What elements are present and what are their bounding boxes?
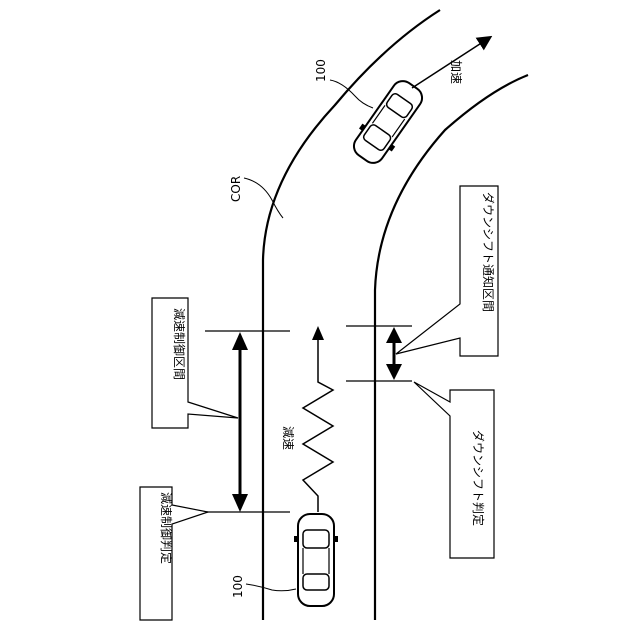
downshift-section-label: ダウンシフト通知区間 (481, 192, 496, 312)
decel-section-callout (152, 298, 238, 428)
decel-judgment-callout (140, 487, 208, 620)
downshift-section-arrowhead-top (386, 327, 402, 343)
decel-section-arrowhead-bottom (232, 494, 248, 512)
downshift-judgment-label: ダウンシフト判定 (471, 430, 486, 526)
downshift-section-arrowhead-bottom (386, 364, 402, 380)
vehicle-ref-bottom: 100 (231, 575, 245, 598)
decel-section-label: 減速制御区間 (172, 308, 187, 380)
corner-ref-label: COR (229, 176, 243, 202)
accel-label: 加速 (449, 60, 463, 84)
decel-wave-label: 減速 (281, 426, 296, 450)
decel-section-arrowhead-top (232, 332, 248, 350)
decel-judgment-label: 減速制御判定 (159, 492, 174, 564)
vehicle-ref-bottom-leader (246, 584, 296, 591)
corner-ref-leader (244, 178, 283, 218)
vehicle-bottom (294, 514, 338, 606)
vehicle-ref-top: 100 (314, 59, 328, 82)
accel-arrow (412, 40, 486, 88)
vehicle-top (346, 74, 429, 169)
decel-zigzag (303, 340, 333, 512)
decel-zigzag-arrowhead (312, 326, 324, 340)
